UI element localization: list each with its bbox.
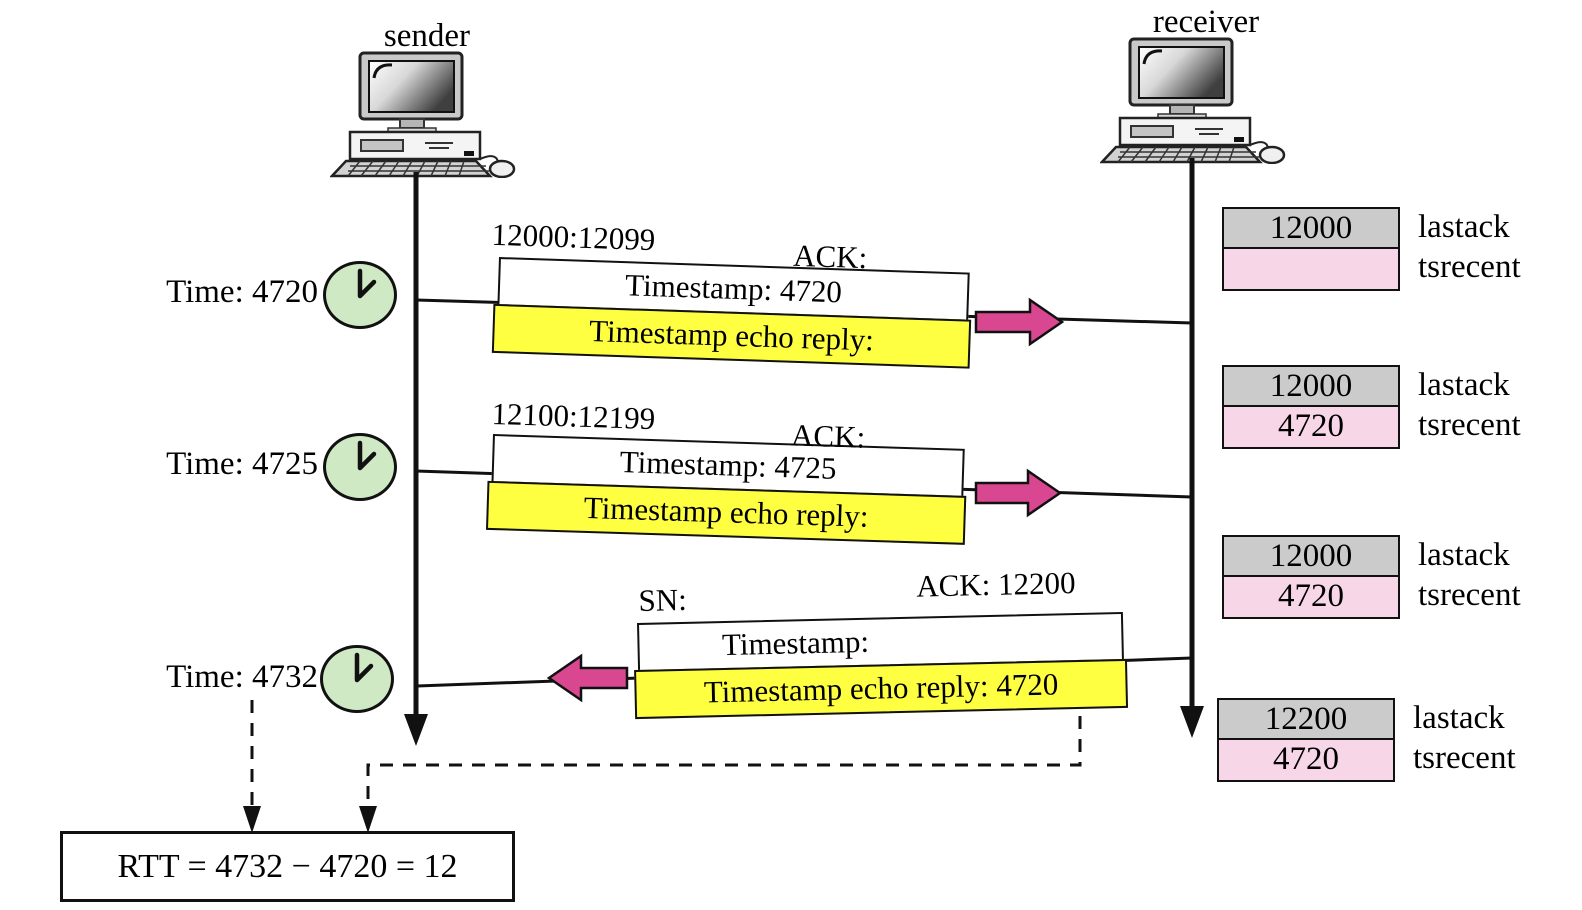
tsrecent-cell xyxy=(1224,249,1398,289)
sender-timeline xyxy=(404,172,428,746)
register-snapshot-1: 12000 lastack tsrecent xyxy=(1222,207,1521,291)
time-label-4720: Time: 4720 xyxy=(166,274,318,310)
tsrecent-cell: 4720 xyxy=(1224,577,1398,617)
tsrecent-label: tsrecent xyxy=(1413,740,1516,776)
register-box: 12200 4720 xyxy=(1217,698,1395,782)
lastack-label: lastack xyxy=(1418,209,1510,245)
lastack-label: lastack xyxy=(1413,700,1505,736)
clock-icon xyxy=(323,433,397,501)
lastack-label: lastack xyxy=(1418,537,1510,573)
lastack-cell: 12200 xyxy=(1219,700,1393,740)
lastack-label: lastack xyxy=(1418,367,1510,403)
rtt-dashed-connector-left xyxy=(243,700,261,833)
rtt-dashed-connector-right xyxy=(359,716,1082,833)
rtt-result-box: RTT = 4732 − 4720 = 12 xyxy=(60,831,515,902)
clock-icon xyxy=(320,645,394,713)
tsrecent-label: tsrecent xyxy=(1418,249,1521,285)
sender-label: sender xyxy=(383,18,471,54)
clock-icon xyxy=(323,261,397,329)
lastack-cell: 12000 xyxy=(1224,209,1398,249)
tsrecent-cell: 4720 xyxy=(1224,407,1398,447)
register-box: 12000 4720 xyxy=(1222,365,1400,449)
tsrecent-cell: 4720 xyxy=(1219,740,1393,780)
register-box: 12000 4720 xyxy=(1222,535,1400,619)
lastack-cell: 12000 xyxy=(1224,367,1398,407)
receiver-label: receiver xyxy=(1152,4,1260,40)
time-label-4732: Time: 4732 xyxy=(166,659,318,695)
lastack-cell: 12000 xyxy=(1224,537,1398,577)
receiver-timeline xyxy=(1180,158,1204,738)
segment2-direction-arrow-icon xyxy=(974,468,1063,518)
register-snapshot-3: 12000 4720 lastack tsrecent xyxy=(1222,535,1521,619)
tsrecent-label: tsrecent xyxy=(1418,577,1521,613)
register-snapshot-2: 12000 4720 lastack tsrecent xyxy=(1222,365,1521,449)
segment3-direction-arrow-icon xyxy=(546,653,629,703)
time-label-4725: Time: 4725 xyxy=(166,446,318,482)
segment1-direction-arrow-icon xyxy=(974,297,1065,347)
register-snapshot-4: 12200 4720 lastack tsrecent xyxy=(1217,698,1516,782)
tsrecent-label: tsrecent xyxy=(1418,407,1521,443)
register-box: 12000 xyxy=(1222,207,1400,291)
